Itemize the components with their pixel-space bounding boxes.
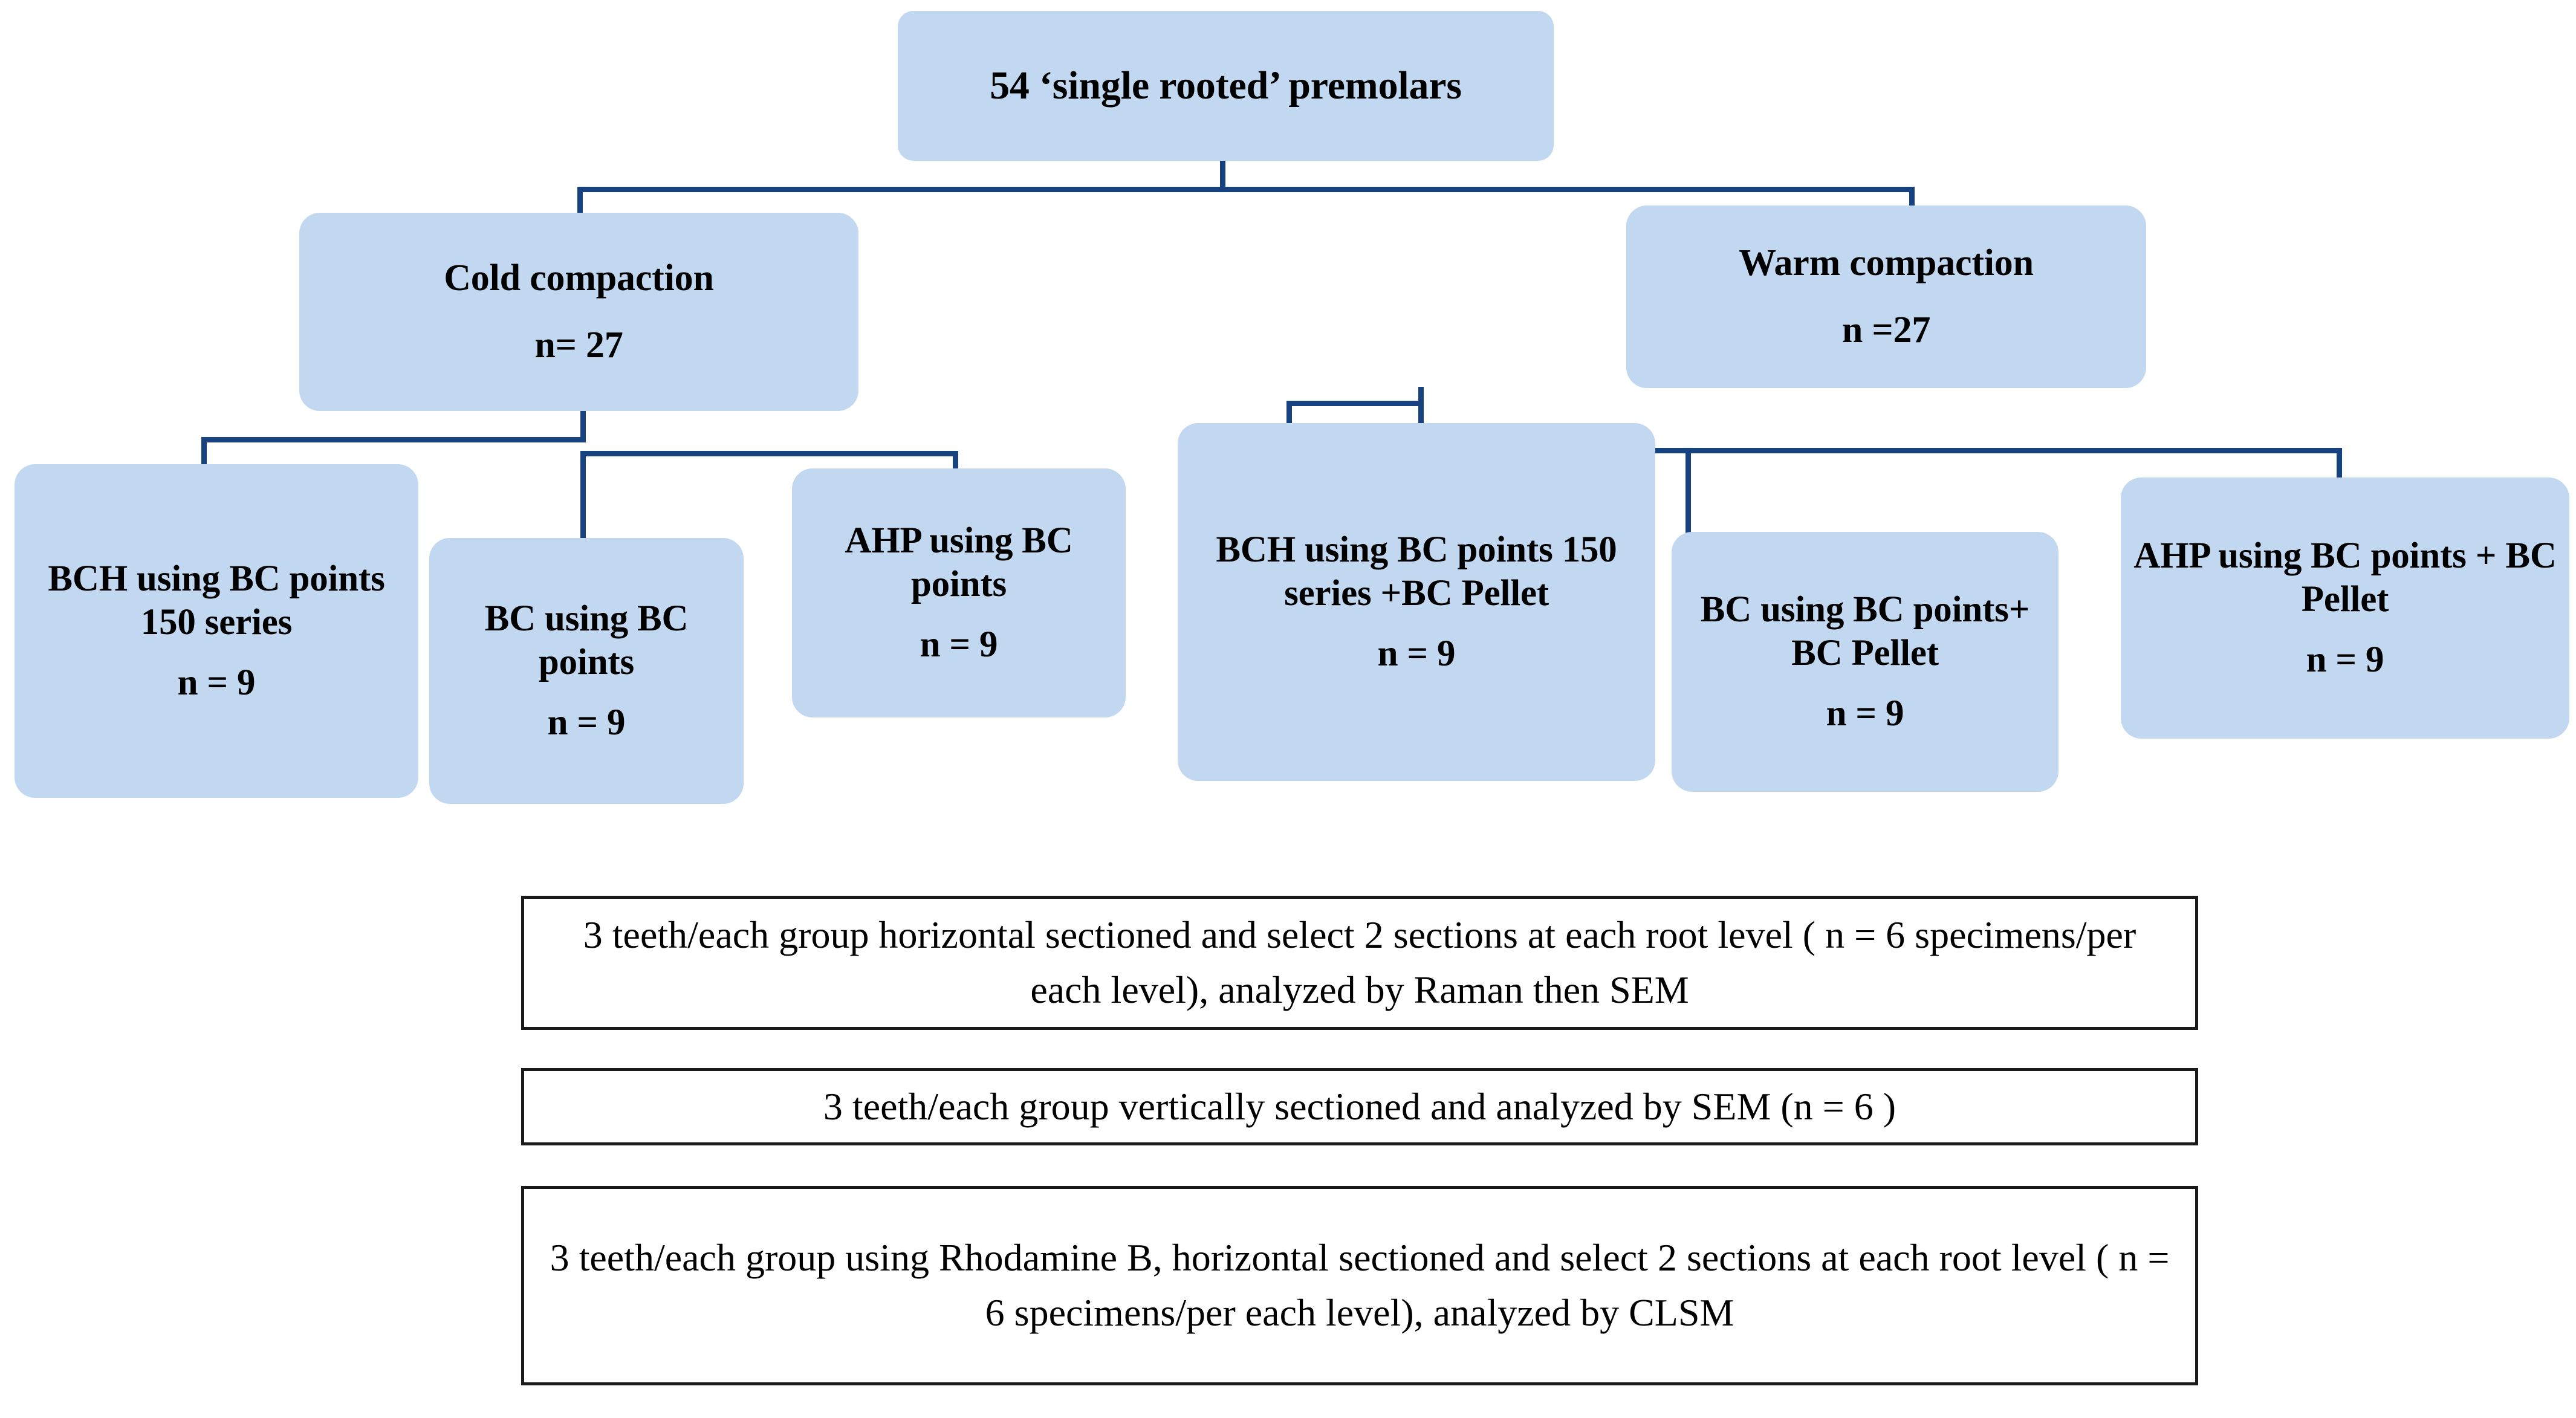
connector-root-bar [577,187,1915,192]
connector-cold-to-ahp [953,451,958,473]
node-warm-bch-label: BCH using BC points 150 series +BC Pelle… [1216,529,1617,614]
outcome-box-clsm-text: 3 teeth/each group using Rhodamine B, ho… [550,1236,2170,1334]
connector-root-to-warm [1909,187,1915,217]
connector-warm-to-bc [1685,448,1691,537]
node-cold-compaction[interactable]: Cold compaction n= 27 [299,213,858,411]
connector-root-stem [1220,156,1225,191]
node-warm-compaction[interactable]: Warm compaction n =27 [1626,206,2146,388]
node-cold-ahp-label: AHP using BC points [845,520,1073,605]
node-warm-compaction-label: Warm compaction [1739,242,2034,283]
connector-cold-bar-right [580,451,958,456]
node-warm-bch[interactable]: BCH using BC points 150 series +BC Pelle… [1178,423,1655,781]
node-cold-ahp-n: n = 9 [920,624,998,665]
connector-cold-to-bc [580,451,586,542]
node-cold-bch-label: BCH using BC points 150 series [48,558,385,643]
connector-root-to-cold [577,187,583,224]
connector-warm-to-bch [1286,401,1292,426]
node-warm-ahp-n: n = 9 [2306,639,2384,680]
node-cold-compaction-label: Cold compaction [444,257,714,299]
node-root[interactable]: 54 ‘single rooted’ premolars [898,11,1554,161]
outcome-box-raman-sem-text: 3 teeth/each group horizontal sectioned … [583,913,2136,1011]
connector-warm-bar-left [1286,401,1424,406]
node-cold-bch[interactable]: BCH using BC points 150 series n = 9 [15,464,418,798]
outcome-box-clsm[interactable]: 3 teeth/each group using Rhodamine B, ho… [521,1186,2198,1385]
node-warm-compaction-n: n =27 [1841,309,1931,351]
node-root-label: 54 ‘single rooted’ premolars [990,63,1462,108]
connector-cold-to-bch [201,437,207,468]
node-warm-bc-n: n = 9 [1826,693,1904,734]
connector-warm-stem [1418,387,1424,453]
connector-cold-bar-left [201,437,586,442]
node-cold-bch-n: n = 9 [177,662,256,703]
outcome-box-raman-sem[interactable]: 3 teeth/each group horizontal sectioned … [521,896,2198,1030]
outcome-box-sem[interactable]: 3 teeth/each group vertically sectioned … [521,1068,2198,1145]
node-cold-bc-label: BC using BC points [484,598,689,683]
outcome-box-sem-text: 3 teeth/each group vertically sectioned … [823,1084,1896,1128]
connector-warm-to-ahp [2337,448,2342,481]
connector-warm-bar-right [1418,448,2342,453]
connector-cold-stem [580,399,586,441]
node-warm-bc[interactable]: BC using BC points+ BC Pellet n = 9 [1672,532,2059,792]
node-warm-ahp-label: AHP using BC points + BC Pellet [2133,536,2557,620]
node-cold-compaction-n: n= 27 [534,325,623,366]
node-cold-ahp[interactable]: AHP using BC points n = 9 [792,468,1126,717]
node-cold-bc-n: n = 9 [547,702,626,743]
node-warm-bch-n: n = 9 [1377,633,1456,674]
node-cold-bc[interactable]: BC using BC points n = 9 [429,538,744,804]
node-warm-ahp[interactable]: AHP using BC points + BC Pellet n = 9 [2121,478,2569,739]
node-warm-bc-label: BC using BC points+ BC Pellet [1700,589,2030,674]
